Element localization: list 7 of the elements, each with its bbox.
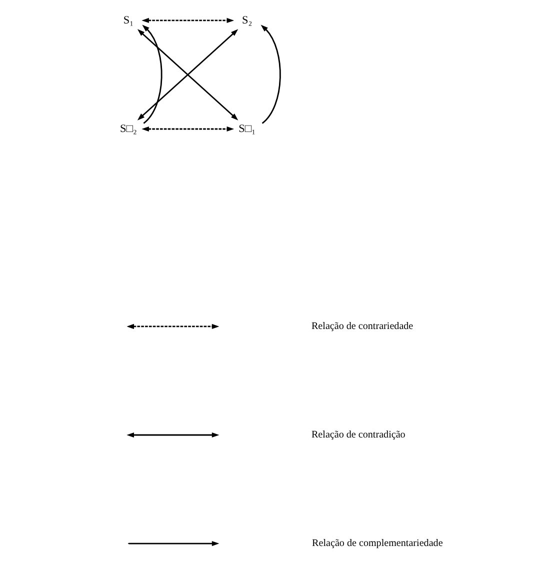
legend-label: Relação de contrariedade [311, 320, 414, 332]
legend-label: Relação de complementariedade [312, 538, 443, 549]
legend-label: Relação de contradição [311, 429, 406, 440]
node-text: S□₂ [120, 122, 137, 135]
node-text: S□₁ [238, 122, 256, 135]
node-text: S₁ [123, 14, 134, 26]
node-text: S₂ [242, 14, 252, 26]
